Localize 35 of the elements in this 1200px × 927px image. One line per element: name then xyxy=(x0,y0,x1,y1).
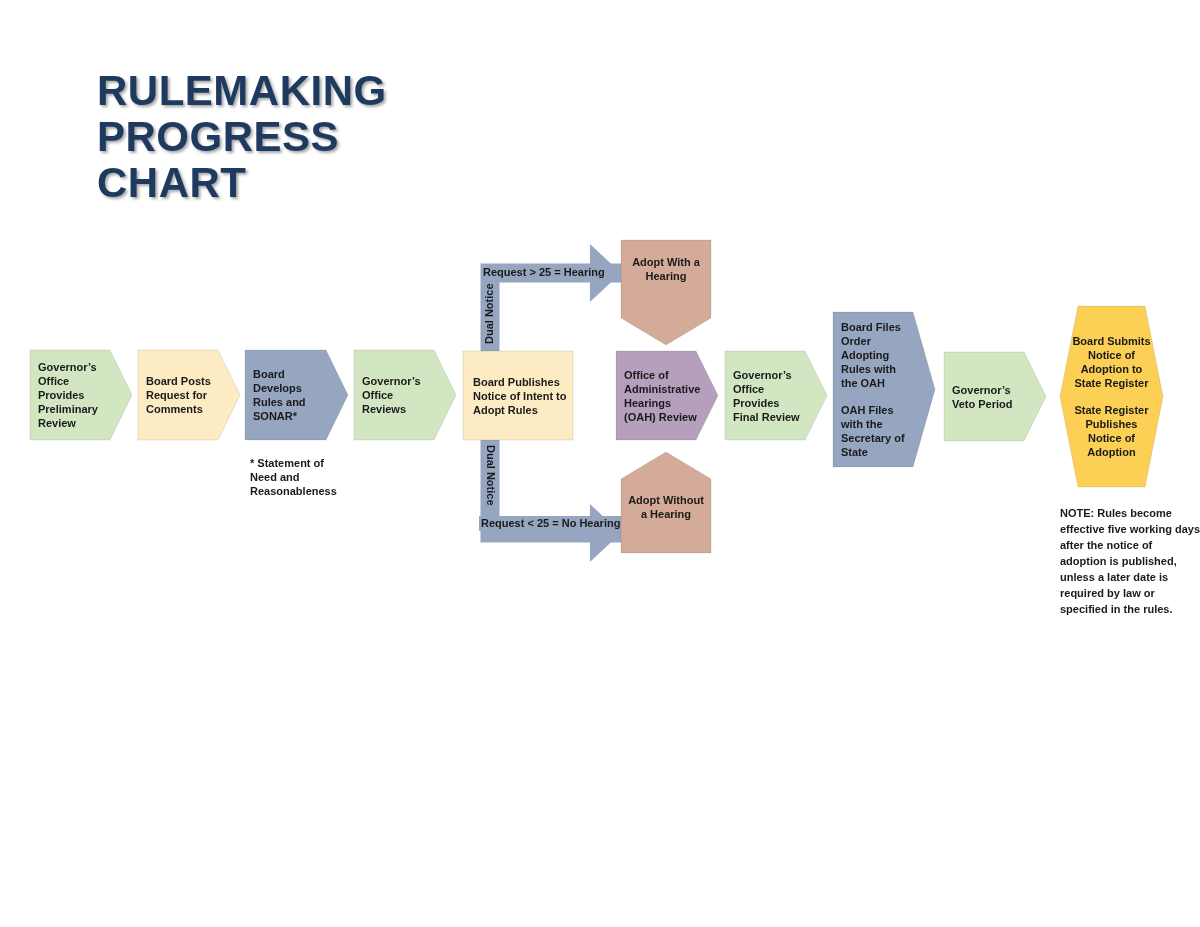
step-text: Board Publishes Notice of Intent to Adopt Rules xyxy=(473,374,568,417)
note-text: NOTE: Rules become effective five working days after the notice of adoption is published, unless a later date is required by law or specified in the rules. xyxy=(1060,506,1200,617)
arrow xyxy=(480,244,621,351)
footnote: * Statement of Need and Reasonableness xyxy=(250,456,338,498)
pentagon-step xyxy=(621,452,711,553)
edge-label: Request < 25 = No Hearing xyxy=(479,516,623,531)
step-text: OAH Files with the Secretary of State xyxy=(841,403,906,459)
edge-note: Dual Notice xyxy=(484,445,498,506)
step-text: Governor’s Office Reviews xyxy=(362,374,422,416)
step-text: Governor’s Office Provides Preliminary Review xyxy=(38,360,99,430)
chevron-step xyxy=(245,350,348,440)
step-text: State Register Publishes Notice of Adoption xyxy=(1073,403,1150,459)
chevron-step xyxy=(30,350,132,440)
pentagon-step xyxy=(621,240,711,345)
edge-note: Dual Notice xyxy=(482,283,496,344)
step-text: Board Submits Notice of Adoption to State Register xyxy=(1071,334,1152,390)
step-text: Adopt With a Hearing xyxy=(631,255,701,283)
step-text: Board Develops Rules and SONAR* xyxy=(253,367,307,423)
title: RULEMAKING PROGRESS CHART xyxy=(97,68,387,206)
step-text: Board Posts Request for Comments xyxy=(146,374,212,416)
step-text: Governor’s Office Provides Final Review xyxy=(733,367,801,424)
chevron-step xyxy=(944,352,1046,441)
chevron-step xyxy=(138,350,240,440)
edge-label: Request > 25 = Hearing xyxy=(481,265,607,280)
process-box xyxy=(463,351,573,440)
chevron-step xyxy=(354,350,456,440)
step-text: Board Files Order Adopting Rules with the OAH xyxy=(841,320,902,390)
step-text: Adopt Without a Hearing xyxy=(627,493,705,521)
chevron-step xyxy=(616,351,718,440)
step-text: Office of Administrative Hearings (OAH) Review xyxy=(624,367,698,424)
step-text: Governor’s Veto Period xyxy=(952,382,1014,411)
arrow xyxy=(480,440,621,562)
chevron-step xyxy=(725,351,827,440)
chevron-step xyxy=(833,312,935,467)
hexagon-step xyxy=(1060,306,1163,487)
